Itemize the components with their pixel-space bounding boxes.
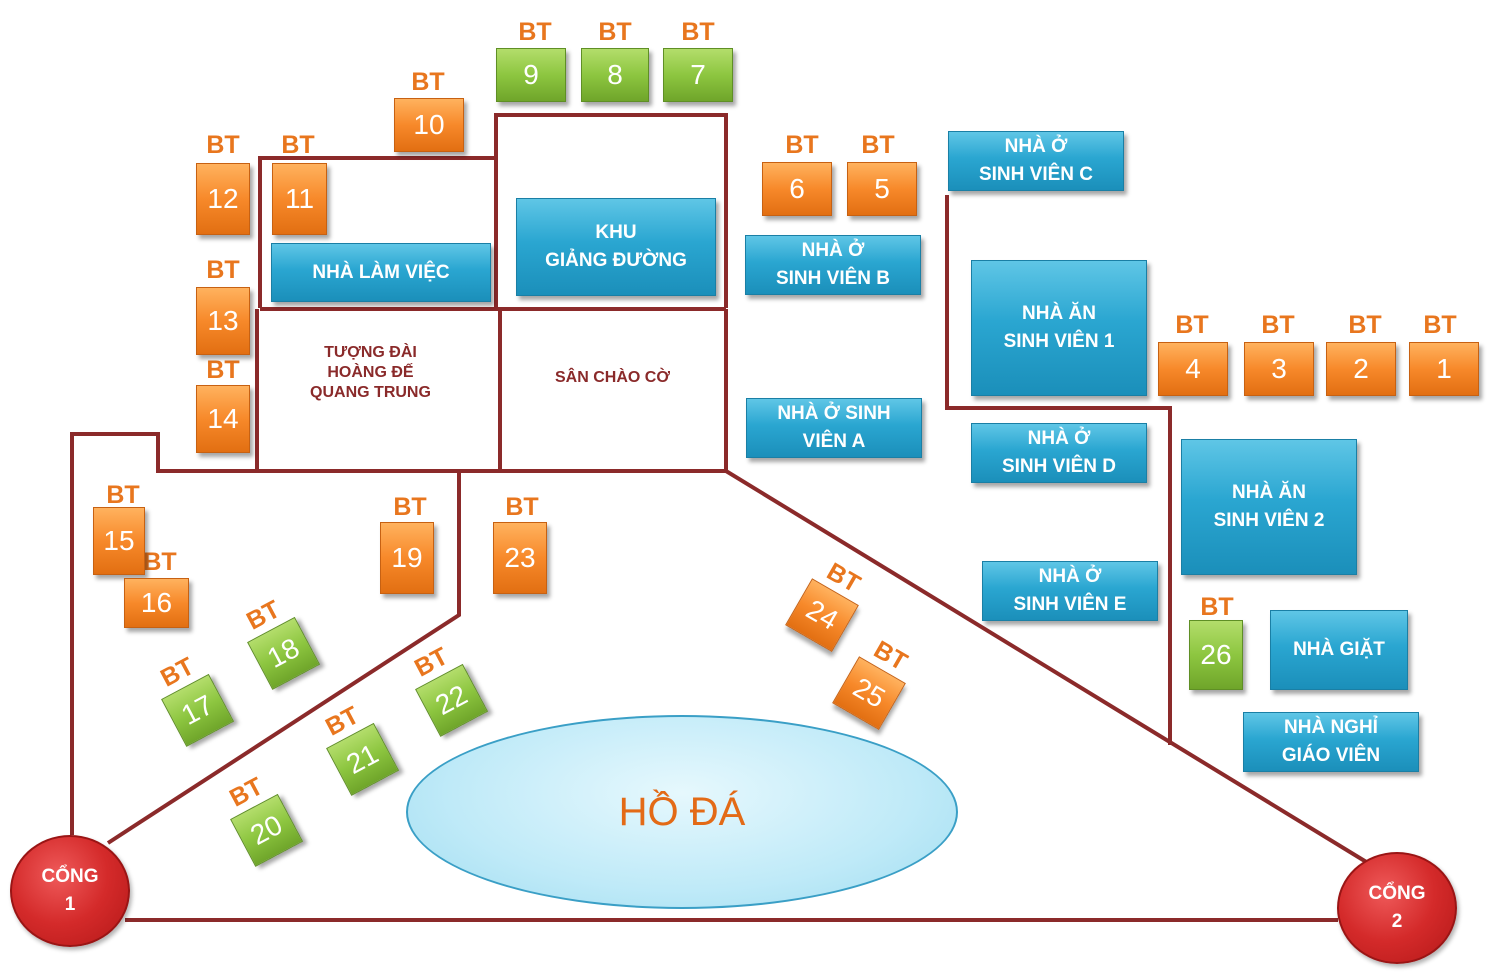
bt-label-8: BT	[598, 18, 632, 46]
building-dorm-c-line-1: NHÀ Ở	[1004, 136, 1068, 157]
gate-1[interactable]: CỔNG 1	[10, 835, 130, 947]
stand-26[interactable]: 26	[1189, 620, 1243, 690]
building-dorm-a-line-2: VIÊN A	[802, 431, 866, 452]
bt-label-4: BT	[1175, 311, 1209, 339]
building-dorm-e[interactable]: NHÀ Ở SINH VIÊN E	[982, 561, 1158, 621]
building-dorm-b-line-2: SINH VIÊN B	[775, 268, 891, 289]
building-canteen-2-line-1: NHÀ ĂN	[1232, 482, 1306, 503]
building-canteen-2-line-2: SINH VIÊN 2	[1213, 510, 1325, 531]
lake-label: HỒ ĐÁ	[618, 789, 746, 834]
stand-12[interactable]: 12	[196, 163, 250, 235]
building-work-house-line-1: NHÀ LÀM VIỆC	[312, 261, 450, 283]
building-teacher-rest-line-1: NHÀ NGHỈ	[1284, 717, 1378, 738]
building-dorm-d[interactable]: NHÀ Ở SINH VIÊN D	[971, 423, 1147, 483]
monument-label-line-3: QUANG TRUNG	[310, 384, 431, 401]
building-lecture-hall-line-1: KHU	[595, 222, 637, 243]
stand-2[interactable]: 2	[1326, 342, 1396, 396]
building-canteen-1-line-1: NHÀ ĂN	[1022, 303, 1096, 324]
bt-label-11: BT	[281, 131, 315, 159]
building-laundry-line-1: NHÀ GIẶT	[1293, 639, 1385, 660]
monument-label-line-2: HOÀNG ĐẾ	[327, 364, 414, 381]
building-dorm-a-line-1: NHÀ Ở SINH	[777, 403, 891, 424]
inner-road-diagonal	[106, 471, 461, 845]
building-dorm-b[interactable]: NHÀ Ở SINH VIÊN B	[745, 235, 921, 295]
bt-label-23: BT	[505, 493, 539, 521]
building-lecture-hall[interactable]: KHU GIẢNG ĐƯỜNG	[516, 198, 716, 296]
stand-16[interactable]: 16	[124, 578, 189, 628]
gate-1-line-2: 1	[64, 894, 76, 915]
stand-9[interactable]: 9	[496, 48, 566, 102]
admin-block-outline	[258, 156, 496, 308]
stand-14[interactable]: 14	[196, 385, 250, 453]
bt-label-26: BT	[1200, 593, 1234, 621]
stand-1[interactable]: 1	[1409, 342, 1479, 396]
building-laundry[interactable]: NHÀ GIẶT	[1270, 610, 1408, 690]
gate-2-line-1: CỔNG	[1368, 883, 1426, 904]
bt-label-7: BT	[681, 18, 715, 46]
building-dorm-c-line-2: SINH VIÊN C	[978, 164, 1094, 185]
stand-13[interactable]: 13	[196, 287, 250, 355]
building-teacher-rest-line-2: GIÁO VIÊN	[1281, 745, 1381, 766]
building-dorm-e-line-2: SINH VIÊN E	[1013, 594, 1127, 615]
bt-label-13: BT	[206, 256, 240, 284]
stand-3[interactable]: 3	[1244, 342, 1314, 396]
lecture-block-outline	[494, 113, 728, 308]
monument-label-line-1: TƯỢNG ĐÀI	[324, 344, 417, 361]
stand-10[interactable]: 10	[394, 98, 464, 152]
building-lecture-hall-line-2: GIẢNG ĐƯỜNG	[545, 250, 687, 271]
outer-road-diagonal	[724, 469, 1370, 865]
flag-yard-label: SÂN CHÀO CỜ	[555, 369, 670, 386]
building-canteen-1-line-2: SINH VIÊN 1	[1003, 331, 1115, 352]
bt-label-14: BT	[206, 356, 240, 384]
lake: HỒ ĐÁ	[406, 715, 958, 909]
bt-label-19: BT	[393, 493, 427, 521]
stand-6[interactable]: 6	[762, 162, 832, 216]
bt-label-6: BT	[785, 131, 819, 159]
stand-7[interactable]: 7	[663, 48, 733, 102]
stand-19[interactable]: 19	[380, 522, 434, 594]
stand-11[interactable]: 11	[272, 163, 327, 235]
bt-label-15: BT	[106, 481, 140, 509]
bt-label-16: BT	[143, 548, 177, 576]
stand-23[interactable]: 23	[493, 522, 547, 594]
stand-15[interactable]: 15	[93, 507, 145, 575]
building-work-house[interactable]: NHÀ LÀM VIỆC	[271, 243, 491, 302]
gate-2-line-2: 2	[1391, 911, 1403, 932]
bt-label-3: BT	[1261, 311, 1295, 339]
stand-5[interactable]: 5	[847, 162, 917, 216]
gate-2[interactable]: CỔNG 2	[1337, 852, 1457, 964]
gate-1-line-1: CỔNG	[41, 866, 99, 887]
stand-4[interactable]: 4	[1158, 342, 1228, 396]
building-canteen-2[interactable]: NHÀ ĂN SINH VIÊN 2	[1181, 439, 1357, 575]
stand-8[interactable]: 8	[581, 48, 649, 102]
bt-label-10: BT	[411, 68, 445, 96]
monument-label: TƯỢNG ĐÀI HOÀNG ĐẾ QUANG TRUNG	[283, 343, 458, 403]
bt-label-5: BT	[861, 131, 895, 159]
bt-label-2: BT	[1348, 311, 1382, 339]
bt-label-12: BT	[206, 131, 240, 159]
building-teacher-rest[interactable]: NHÀ NGHỈ GIÁO VIÊN	[1243, 712, 1419, 772]
building-dorm-a[interactable]: NHÀ Ở SINH VIÊN A	[746, 398, 922, 458]
building-dorm-b-line-1: NHÀ Ở	[801, 240, 865, 261]
dorm-road	[945, 195, 1172, 745]
bt-label-1: BT	[1423, 311, 1457, 339]
building-dorm-c[interactable]: NHÀ Ở SINH VIÊN C	[948, 131, 1124, 191]
building-canteen-1[interactable]: NHÀ ĂN SINH VIÊN 1	[971, 260, 1147, 396]
inner-road-left	[70, 309, 728, 835]
bt-label-9: BT	[518, 18, 552, 46]
building-dorm-d-line-2: SINH VIÊN D	[1001, 456, 1117, 477]
building-dorm-d-line-1: NHÀ Ở	[1027, 428, 1091, 449]
building-dorm-e-line-1: NHÀ Ở	[1038, 566, 1102, 587]
